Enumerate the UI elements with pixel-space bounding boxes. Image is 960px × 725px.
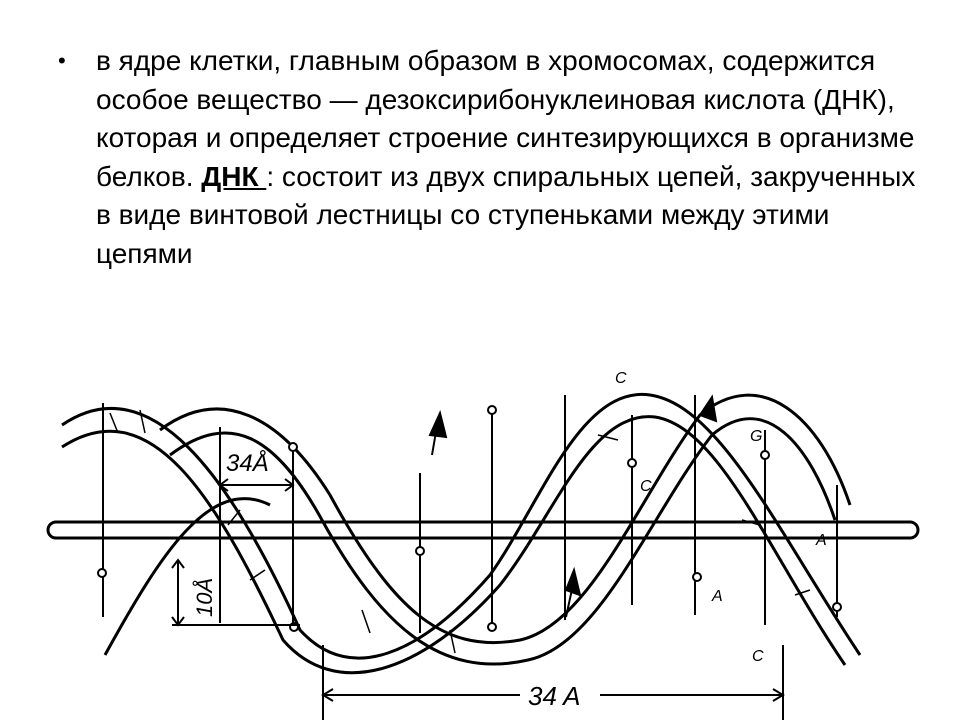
base-letter-4: A [711, 588, 723, 605]
axis-rod [46, 520, 920, 540]
strand-two [103, 393, 852, 666]
direction-arrows [428, 394, 718, 618]
strand-hatching [109, 409, 811, 654]
pitch-dimension-top [218, 478, 295, 492]
label-pitch-top: 34Å [226, 449, 269, 477]
base-letter-5: C [752, 648, 764, 665]
dna-term: ДНК [201, 160, 267, 192]
base-letter-3: A [815, 532, 827, 549]
text-before-term: в ядре клетки, главным образом в хромосо… [96, 45, 915, 192]
dna-helix-figure: 34Å 10Å 34 A C C [0, 355, 960, 720]
pitch-dimension-bottom [321, 645, 785, 720]
label-pitch-bottom: 34 A [528, 681, 581, 711]
width-dimension [171, 558, 300, 627]
body-text: в ядре клетки, главным образом в хромосо… [96, 42, 918, 273]
text-after-term: : состоит из двух спиральных цепей, закр… [96, 160, 916, 269]
base-letters: C C A A C G [615, 370, 827, 665]
strand-one [61, 393, 862, 675]
bullet-paragraph: • в ядре клетки, главным образом в хромо… [58, 42, 918, 273]
bullet-marker: • [58, 48, 66, 73]
label-width: 10Å [192, 578, 217, 617]
base-letter-1: C [615, 370, 627, 387]
base-dots [97, 405, 842, 632]
dna-helix-drawing: 34Å 10Å 34 A C C [46, 370, 920, 720]
base-letter-6: G [750, 428, 762, 445]
base-letter-2: C [640, 478, 652, 495]
